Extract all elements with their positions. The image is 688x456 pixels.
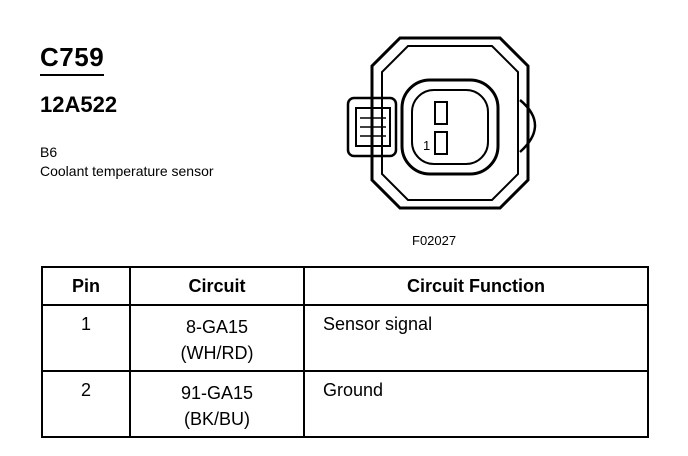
connector-outer-housing [370, 36, 530, 210]
table-row: 1 8-GA15 (WH/RD) Sensor signal [41, 304, 649, 372]
row-function: Ground [323, 380, 384, 400]
connector-face-drawing: 1 [346, 36, 537, 210]
row-circuit-color: (BK/BU) [183, 409, 250, 429]
pin-table: Pin Circuit Circuit Function 1 8-GA15 (W… [41, 266, 649, 438]
row-circuit-color: (WH/RD) [180, 343, 254, 363]
header-circuit: Circuit [129, 266, 305, 306]
figure-code: F02027 [412, 233, 457, 248]
latch-outer [346, 96, 398, 158]
row-pin: 1 [80, 314, 91, 334]
latch-inner [355, 107, 391, 147]
part-number: 12A522 [40, 92, 118, 117]
header-pin: Pin [41, 266, 131, 306]
table-row: 2 91-GA15 (BK/BU) Ground [41, 370, 649, 438]
connector-inner-housing [381, 45, 519, 201]
row-function: Sensor signal [323, 314, 433, 334]
terminal-cavity-inner [411, 89, 489, 165]
location-code: B6 [40, 144, 58, 160]
row-circuit-id: 8-GA15 [185, 317, 249, 337]
connector-description: Coolant temperature sensor [40, 163, 214, 179]
pin-1-label: 1 [423, 138, 430, 153]
connector-id: C759 [40, 42, 105, 76]
pin-1-terminal [434, 131, 448, 155]
pin-2-terminal [434, 101, 448, 125]
terminal-cavity-outer [400, 78, 500, 176]
table-header-row: Pin Circuit Circuit Function [41, 266, 649, 306]
row-circuit-id: 91-GA15 [180, 383, 254, 403]
connector-right-lobe [519, 99, 537, 153]
row-pin: 2 [80, 380, 91, 400]
header-circuit-function: Circuit Function [303, 266, 649, 306]
